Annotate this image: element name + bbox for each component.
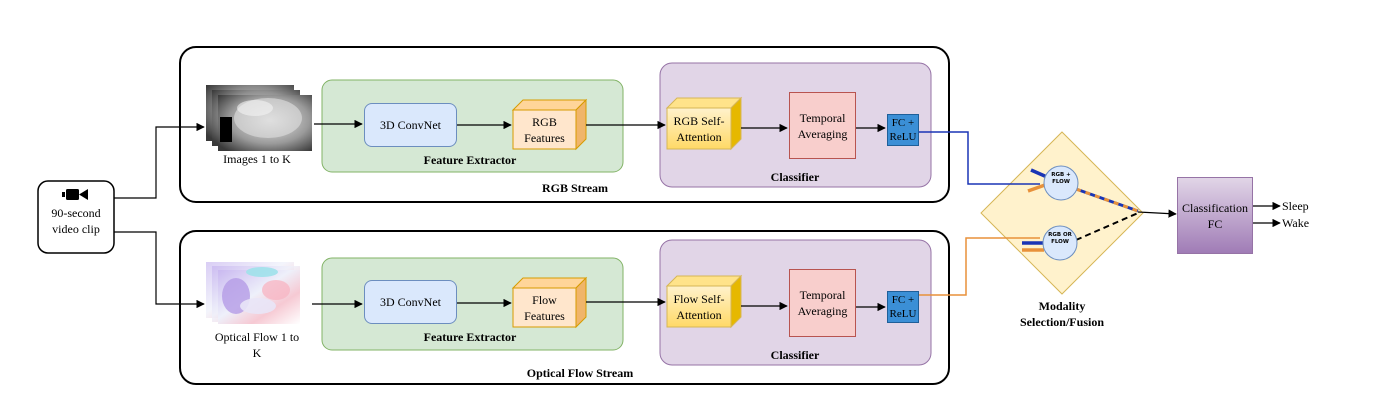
rgb-temporal-averaging-box: Temporal Averaging	[789, 92, 856, 159]
input-clip-box	[37, 180, 115, 254]
flow-fusion-input-bar	[1027, 183, 1046, 193]
rgb-fc-output-line	[919, 131, 1040, 185]
flow-temporal-averaging-box: Temporal Averaging	[789, 269, 856, 337]
flow-features-label: Flow Features	[524, 292, 565, 323]
classification-fc-box: Classification FC	[1177, 177, 1253, 254]
flow-classifier-title: Classifier	[770, 348, 820, 362]
flow-image-caption: Optical Flow 1 to K	[214, 330, 300, 360]
rgb-image-stack	[206, 85, 312, 151]
rgb-classifier-title: Classifier	[770, 170, 820, 184]
fusion-to-classifier-arrow	[1137, 209, 1177, 218]
flow-feature-extractor-title: Feature Extractor	[423, 330, 517, 344]
flow-fc-output-line	[919, 237, 1040, 296]
rgb-or-flow-circle	[1042, 225, 1078, 261]
rgb-attention-label: RGB Self-Attention	[673, 113, 725, 144]
fusion-combined-line-orange	[1075, 187, 1139, 213]
rgb-feature-extractor-title: Feature Extractor	[423, 153, 517, 167]
rgb-plus-flow-label: RGB + FLOW	[1051, 172, 1071, 185]
wake-class-label: Wake	[1282, 216, 1310, 230]
rgb-attention-cube	[665, 96, 743, 151]
rgb-stream-title: RGB Stream	[541, 181, 609, 195]
rgb-convnet-box: 3D ConvNet	[364, 103, 457, 147]
rgb-or-flow-label: RGB OR FLOW	[1048, 232, 1072, 245]
flow-convnet-box: 3D ConvNet	[364, 280, 457, 324]
flow-fc-relu-box: FC + ReLU	[887, 291, 919, 323]
flow-attention-cube	[665, 274, 743, 329]
fusion-selection-dashed-line	[1075, 212, 1139, 241]
rgb-fc-relu-box: FC + ReLU	[887, 114, 919, 146]
flow-stream-title: Optical Flow Stream	[526, 366, 634, 380]
rgb-fusion-input-bar	[1030, 168, 1048, 179]
sleep-class-label: Sleep	[1282, 199, 1309, 213]
rgb-features-label: RGB Features	[524, 114, 565, 145]
rgb-stream-container	[179, 46, 950, 203]
rgb-features-cube	[511, 98, 588, 151]
input-to-flow-arrow	[114, 231, 205, 309]
input-clip-label: 90-second video clip	[51, 206, 101, 236]
rgb-image-caption: Images 1 to K	[223, 152, 291, 166]
fusion-diamond	[980, 131, 1144, 295]
flow-stream-container	[179, 230, 950, 385]
optical-flow-image-stack	[206, 262, 300, 324]
flow-features-cube	[511, 276, 588, 329]
flow-attention-label: Flow Self-Attention	[673, 291, 725, 322]
fusion-title: Modality Selection/Fusion	[1019, 299, 1104, 329]
video-camera-icon	[62, 189, 88, 200]
rgb-plus-flow-circle	[1043, 165, 1079, 201]
input-to-rgb-arrow	[114, 122, 205, 199]
